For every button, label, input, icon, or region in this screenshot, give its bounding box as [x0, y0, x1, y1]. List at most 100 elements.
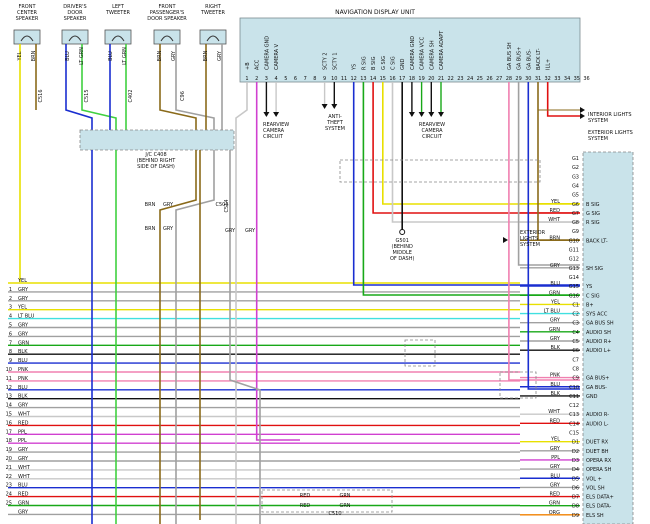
left-wire-number: 3	[9, 305, 12, 311]
nav-pin-number: 27	[496, 76, 502, 82]
right-pin-id: G16	[569, 293, 579, 299]
nav-unit-title: NAVIGATION DISPLAY UNIT	[335, 9, 415, 16]
speaker-pin-color: BLU	[108, 51, 114, 61]
right-pin-name: VOL +	[586, 476, 602, 482]
nav-pin-number: 10	[331, 76, 337, 82]
right-pin-name: SYS ACC	[586, 312, 608, 318]
right-pin-id: G4	[572, 183, 579, 189]
left-wire-color: WHT	[18, 474, 31, 480]
right-pin-id: G6	[572, 202, 579, 208]
right-pin-color: GRY	[550, 482, 561, 488]
right-pin-color: GRN	[549, 501, 560, 507]
right-pin-id: C13	[569, 412, 579, 418]
arrow-icon	[418, 112, 425, 117]
right-pin-id: D4	[572, 467, 579, 473]
wire-b-plus	[235, 82, 248, 524]
right-pin-color: BLK	[551, 345, 561, 351]
speaker-icon	[61, 29, 89, 45]
left-wire-color: YEL	[17, 305, 27, 311]
wire-bsig	[381, 82, 580, 205]
nav-pin-name: +B	[245, 62, 251, 70]
nav-pin-number: 8	[313, 76, 316, 82]
left-wire-color: GRN	[18, 340, 29, 346]
right-pin-color: BLK	[551, 391, 561, 397]
right-pin-name: C SIG	[586, 293, 600, 299]
right-pin-name: G SIG	[586, 211, 600, 217]
right-pin-id: C14	[569, 421, 579, 427]
mid-label: C506	[215, 202, 228, 208]
speaker-label: DOOR	[67, 10, 83, 16]
left-wire-color: WHT	[18, 465, 31, 471]
right-pin-id: G2	[572, 165, 579, 171]
nav-pin-name: SCTY 2	[323, 52, 329, 70]
left-wire-number: 8	[9, 349, 12, 355]
system-label: SYSTEM	[588, 136, 608, 142]
left-wire-number: 5	[9, 323, 12, 329]
speaker-icon	[13, 29, 41, 45]
system-label: ANTI-	[328, 114, 342, 120]
nav-pin-number: 18	[409, 76, 415, 82]
right-pin-name: DUET RX	[586, 440, 609, 446]
wire-csig	[362, 82, 580, 296]
speaker-pin-color: YEL	[17, 51, 23, 61]
left-wire-color: GRN	[18, 501, 29, 507]
left-wire-number: 18	[6, 438, 12, 444]
left-wire-color: GRY	[18, 287, 29, 293]
nav-pin-name: CAMERA V	[274, 43, 280, 70]
wire-pass-brn	[159, 44, 197, 140]
right-pin-name: SH SIG	[586, 266, 603, 272]
right-pin-id: G3	[572, 174, 579, 180]
nav-pin-number: 19	[418, 76, 424, 82]
system-label: LIGHTS	[520, 236, 538, 242]
right-pin-color: BLU	[550, 382, 560, 388]
right-pin-color: PNK	[550, 373, 561, 379]
mid-label: GRN	[339, 503, 350, 509]
system-label: SYSTEM	[588, 118, 608, 124]
right-pin-color: ORG	[549, 510, 560, 516]
right-pin-id: G9	[572, 229, 579, 235]
left-wire-number: 10	[6, 367, 12, 373]
shield-box	[404, 339, 436, 367]
right-pin-id: C5	[572, 339, 579, 345]
speaker-cone-icon	[206, 35, 220, 42]
nav-pin-name: SCTY 1	[332, 52, 338, 70]
right-pin-color: YEL	[550, 199, 560, 205]
right-pin-id: D3	[572, 458, 579, 464]
right-pin-id: D1	[572, 440, 579, 446]
system-label: CIRCUIT	[263, 134, 284, 140]
right-pin-id: C12	[569, 403, 579, 409]
nav-pin-name: GA BUS-	[526, 49, 532, 70]
right-pin-name: GND	[586, 394, 598, 400]
speaker-label: TWEETER	[200, 10, 226, 16]
right-pin-id: D5	[572, 476, 579, 482]
right-pin-id: D2	[572, 449, 579, 455]
speaker-pin-color: BRN	[203, 50, 209, 61]
nav-pin-number: 21	[438, 76, 444, 82]
speaker-cone-icon	[160, 35, 174, 42]
right-pin-name: YS	[585, 284, 592, 290]
mid-label: GRN	[339, 493, 350, 499]
left-wire-number: 17	[6, 429, 12, 435]
right-pin-id: C8	[572, 366, 579, 372]
right-pin-color: GRY	[550, 263, 561, 269]
nav-pin-number: 11	[341, 76, 347, 82]
left-wire-color: WHT	[18, 412, 31, 418]
right-pin-color: BLU	[550, 473, 560, 479]
speaker-icon	[199, 29, 227, 45]
right-pin-id: C15	[569, 431, 579, 437]
nav-pin-name: CAMERA ADAPT	[439, 30, 445, 70]
left-wire-number: 15	[6, 412, 12, 418]
speaker-label: SPEAKER	[64, 16, 87, 22]
right-pin-id: G10	[569, 238, 579, 244]
junction-label: J/C C408	[144, 152, 166, 158]
right-pin-color: GRY	[550, 336, 561, 342]
right-pin-id: G7	[572, 211, 579, 217]
arrow-icon	[408, 112, 415, 117]
right-pin-color: RED	[550, 418, 561, 424]
left-wire-color: BLK	[18, 394, 28, 400]
system-label: EXTERIOR	[520, 230, 546, 236]
right-pin-name: GA BUS-	[586, 385, 607, 391]
right-pin-id: G15	[569, 284, 579, 290]
right-pin-name: AUDIO SH	[586, 330, 611, 336]
nav-pin-number: 22	[448, 76, 454, 82]
